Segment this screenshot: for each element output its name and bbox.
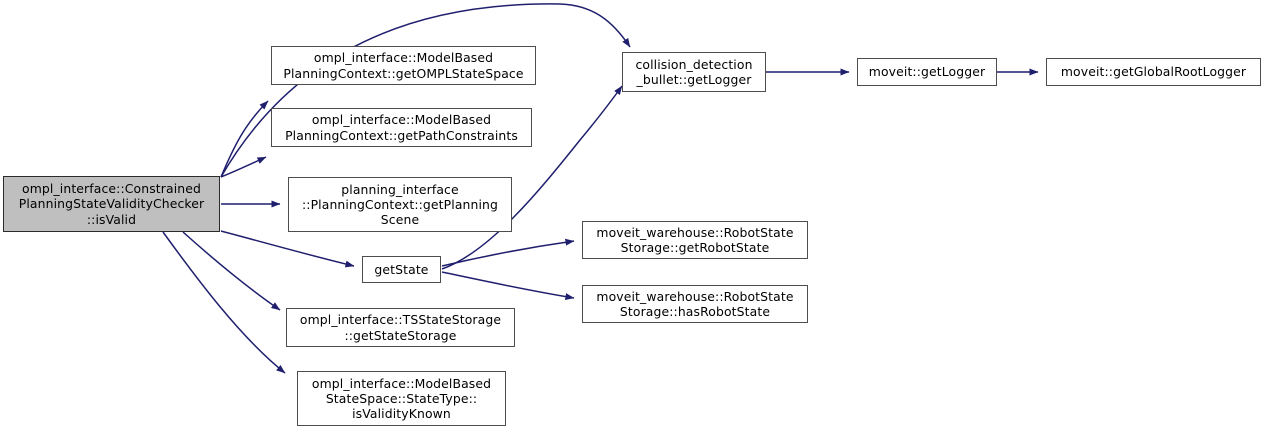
graph-node-isValidityKnown[interactable]: ompl_interface::ModelBased StateSpace::S… — [297, 371, 506, 426]
edge-root-to-isValidityKnown — [162, 231, 286, 374]
edge-root-to-getStateStorage — [182, 231, 281, 311]
graph-node-hasRobotState[interactable]: moveit_warehouse::RobotState Storage::ha… — [582, 285, 808, 323]
graph-node-label-getState: getState — [374, 261, 429, 277]
graph-node-label-bulletGetLogger: collision_detection _bullet::getLogger — [635, 56, 753, 87]
graph-node-label-getRobotState: moveit_warehouse::RobotState Storage::ge… — [596, 224, 794, 255]
graph-node-label-getStateStorage: ompl_interface::TSStateStorage ::getStat… — [299, 312, 502, 343]
edge-root-to-bulletGetLogger — [220, 3, 631, 178]
graph-node-getGlobalRootLogger[interactable]: moveit::getGlobalRootLogger — [1046, 58, 1261, 86]
graph-node-getRobotState[interactable]: moveit_warehouse::RobotState Storage::ge… — [582, 221, 808, 259]
graph-node-getPlanningScene[interactable]: planning_interface ::PlanningContext::ge… — [288, 177, 512, 232]
edge-getState-to-getRobotState — [441, 238, 575, 267]
graph-node-label-getPathConstraints: ompl_interface::ModelBased PlanningConte… — [285, 112, 518, 143]
edge-root-to-getOMPLStateSpace — [220, 100, 269, 178]
graph-node-label-moveitGetLogger: moveit::getLogger — [868, 64, 986, 80]
graph-node-label-root: ompl_interface::Constrained PlanningStat… — [18, 181, 205, 227]
graph-node-moveitGetLogger[interactable]: moveit::getLogger — [857, 58, 997, 86]
graph-node-bulletGetLogger[interactable]: collision_detection _bullet::getLogger — [622, 52, 766, 92]
graph-node-label-hasRobotState: moveit_warehouse::RobotState Storage::ha… — [596, 288, 794, 319]
graph-node-label-getOMPLStateSpace: ompl_interface::ModelBased PlanningConte… — [283, 50, 524, 81]
graph-node-label-getPlanningScene: planning_interface ::PlanningContext::ge… — [301, 181, 499, 228]
graph-node-label-getGlobalRootLogger: moveit::getGlobalRootLogger — [1060, 64, 1247, 80]
edge-root-to-getState — [220, 230, 355, 268]
graph-node-getOMPLStateSpace[interactable]: ompl_interface::ModelBased PlanningConte… — [271, 46, 536, 85]
graph-node-getPathConstraints[interactable]: ompl_interface::ModelBased PlanningConte… — [271, 108, 532, 147]
graph-node-getState[interactable]: getState — [362, 256, 441, 283]
graph-node-getStateStorage[interactable]: ompl_interface::TSStateStorage ::getStat… — [286, 308, 515, 347]
graph-node-label-isValidityKnown: ompl_interface::ModelBased StateSpace::S… — [311, 375, 492, 422]
edge-root-to-getPathConstraints — [220, 156, 267, 178]
edge-getState-to-hasRobotState — [441, 271, 575, 301]
graph-node-root[interactable]: ompl_interface::Constrained PlanningStat… — [3, 176, 220, 232]
